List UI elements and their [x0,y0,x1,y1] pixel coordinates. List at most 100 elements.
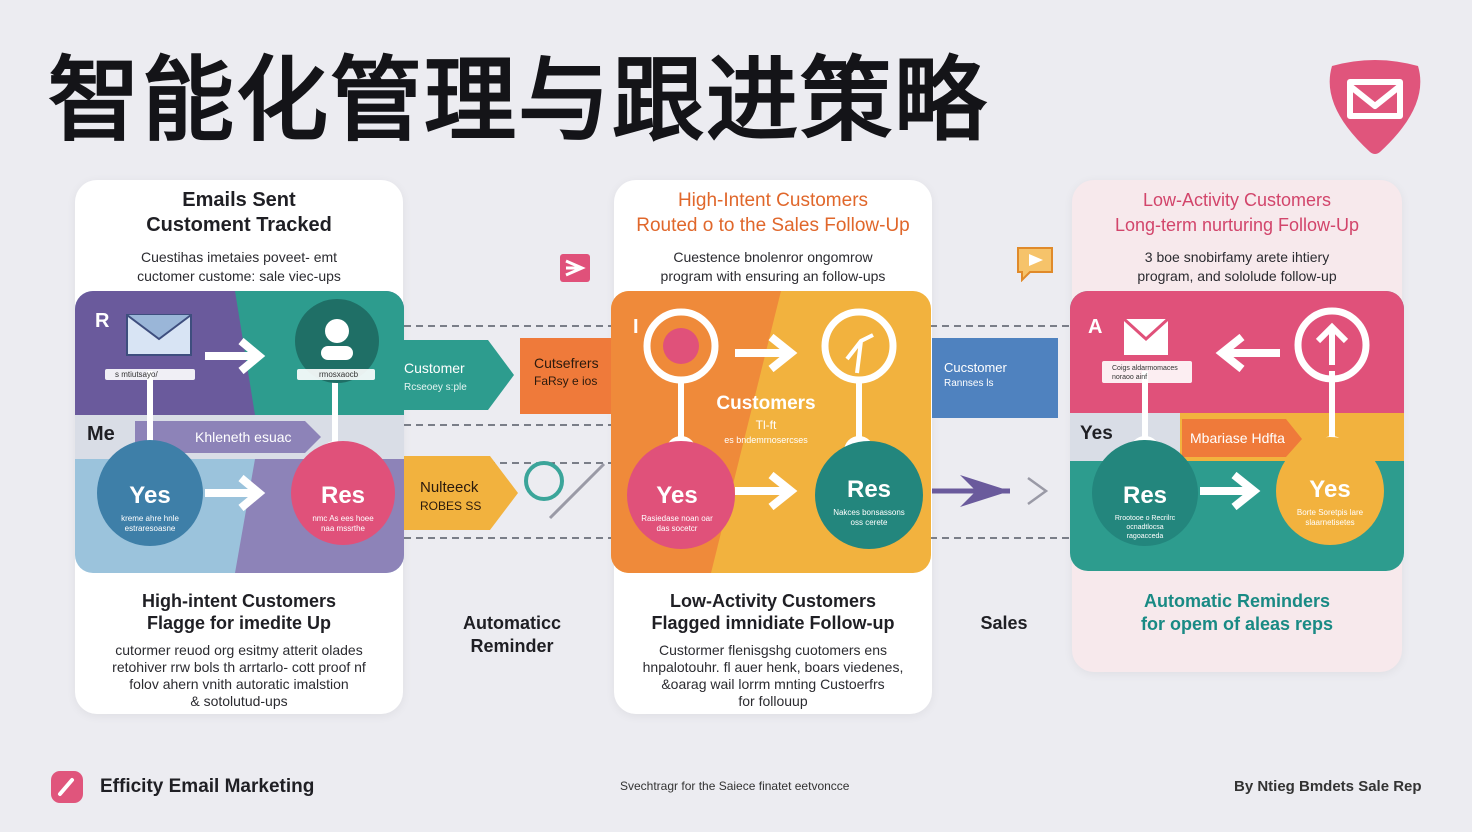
person-icon [295,299,379,383]
card-subtitle: 3 boe snobirfamy arete ihtiery program, … [1072,248,1402,286]
decision-res-sub: ocnadtlocsa [1126,524,1163,531]
center-sublabel: es bndemrnosercses [724,435,808,445]
connector-label: Nulteeck [420,479,479,496]
connector-label: Customer [404,360,465,376]
footer-byline: By Ntieg Bmdets Sale Rep [1234,778,1422,795]
decision-yes-sub: Rasiedase noan oar [641,514,713,523]
center-label: Customers [716,393,815,414]
decision-res: Res [321,482,365,509]
brand-name: Efficity Email Marketing [100,776,315,797]
envelope-caption: noraoo ainf [1112,374,1147,381]
card-subtitle-line: program, and sololude follow-up [1137,268,1337,284]
card-head: Emails Sent Customent Tracked Cuestihas … [75,188,403,286]
card-title-line: Routed o to the Sales Follow-Up [636,215,910,236]
page-title: 智能化管理与跟进策略 [48,47,989,154]
corner-letter: I [633,316,639,338]
decision-yes-sub: Borte Soretpis lare [1297,508,1364,517]
card-title-line: High-Intent Customers [677,190,869,211]
connector-customers-orange: Cutsefrers FaRsy e ios [520,338,612,414]
foot-text-line: & sotolutud-ups [190,693,288,709]
decision-res-sub: oss cerete [851,518,888,527]
corner-label: Me [87,423,115,445]
card-subtitle-line: Cuestihas imetaies poveet- emt [140,249,338,265]
flow-panel-email: R Me s mtiutsayo/ rmosxaocb Khleneth esu… [75,291,404,573]
foot-text-line: Custormer flenisgshg cuotomers ens [659,642,887,658]
card-foot: High-intent Customers Flagge for imedite… [75,590,403,710]
card-title-line: Low-Activity Customers [1142,190,1332,210]
foot-text-line: cutormer reuod org esitmy atterit olades [115,642,363,658]
card-foot-title: for opem of aleas reps [1140,614,1334,634]
connector-notice-yellow: Nulteeck ROBES SS [404,456,518,530]
connector-sublabel: FaRsy e ios [534,374,598,388]
card-foot-title: Flagge for imedite Up [146,613,332,633]
connector-label: Cucstomer [944,360,1007,375]
decision-yes: Yes [129,482,170,509]
card-title-line: Emails Sent [182,189,296,211]
foot-text-line: for follouup [738,693,808,709]
card-subtitle-line: Cuestence bnolenror ongomrow [673,249,873,265]
card-title-line: Long-term nurturing Follow-Up [1114,215,1360,235]
card-subtitle-line: cuctomer custome: sale viec-ups [137,268,341,284]
card-foot-text: cutormer reuod org esitmy atterit olades… [75,642,403,710]
decision-res: Res [1123,482,1167,509]
chat-play-icon [1017,247,1053,282]
corner-yes: Yes [1080,423,1113,444]
decision-yes-sub: das socetcr [657,524,698,533]
decision-res-sub: naa mssrthe [321,524,366,533]
connector-customer-blue: Cucstomer Rannses ls [932,338,1058,418]
connector-label: Cutsefrers [534,355,599,371]
band-text: Khleneth esuac [195,429,292,445]
card-subtitle-line: 3 boe snobirfamy arete ihtiery [1144,249,1330,265]
flow-panel-high-intent: I Customers Tl-ft es bndemrnosercses Yes… [611,291,931,573]
connector-customer-teal: Customer Rcseoey s:ple [404,340,514,410]
gift-icon [643,308,719,384]
envelope-caption: Coigs aldarmomaces [1112,365,1178,372]
decision-yes: Yes [656,482,697,509]
corner-letter: A [1088,316,1102,338]
mail-badge-icon [1329,60,1421,154]
decision-res-sub: Nakces bonsassons [833,508,905,517]
card-title-line: Customent Tracked [146,214,332,236]
center-sublabel: Tl-ft [756,418,777,432]
runner-icon [821,308,897,384]
label-automatic-reminder: Automaticc Reminder [446,612,578,658]
foot-text-line: &oarag wail lorrm mnting Custoerfrs [661,676,885,692]
envelope-icon [126,314,192,356]
card-foot-title: Automatic Reminders [1143,591,1331,611]
card-subtitle-line: program with ensuring an follow-ups [660,268,886,284]
card-head: Low-Activity Customers Long-term nurturi… [1072,188,1402,286]
foot-text-line: retohiver rrw bols th arrtarlo- cott pro… [112,659,366,675]
decision-res-sub: nmc As ees hoee [312,514,374,523]
decision-res-sub: Rrootooe o Recrilrc [1115,515,1176,522]
connector-sublabel: ROBES SS [420,499,481,513]
decision-yes-sub: slaarnetisetes [1305,518,1354,527]
person-caption: rmosxaocb [319,370,359,379]
upload-arrow-icon [1294,307,1370,383]
card-subtitle: Cuestihas imetaies poveet- emt cuctomer … [75,248,403,286]
decision-res-sub: ragoacceda [1127,533,1164,540]
footer-tagline: Svechtragr for the Saiece finatet eetvon… [620,779,850,793]
pen-logo-icon [51,771,83,803]
foot-text-line: folov ahern vnith autoratic imalstion [129,676,349,692]
corner-letter: R [95,310,110,332]
card-foot: Automatic Reminders for opem of aleas re… [1072,590,1402,636]
connector-sublabel: Rcseoey s:ple [404,382,467,393]
card-subtitle: Cuestence bnolenror ongomrow program wit… [614,248,932,286]
card-foot-title: Low-Activity Customers [669,591,877,611]
envelope-caption: s mtiutsayo/ [115,370,158,379]
card-head: High-Intent Customers Routed o to the Sa… [614,188,932,286]
label-line: Automaticc [462,613,561,633]
footer-brand: Efficity Email Marketing [50,770,314,804]
card-foot-title: High-intent Customers [141,591,336,611]
flow-panel-low-activity: A Coigs aldarmomaces noraoo ainf Yes Mba… [1070,291,1404,571]
band-text: Mbariase Hdfta [1190,430,1285,446]
connector-sublabel: Rannses ls [944,378,994,389]
decision-res: Res [847,476,891,503]
card-foot: Low-Activity Customers Flagged imnidiate… [614,590,932,710]
send-arrow-icon [560,254,590,282]
foot-text-line: hnpalotouhr. fl auer henk, boars viedene… [642,659,904,675]
decision-yes: Yes [1309,476,1350,503]
decision-yes-sub: estraresoasne [125,524,176,533]
card-foot-text: Custormer flenisgshg cuotomers ens hnpal… [614,642,932,710]
